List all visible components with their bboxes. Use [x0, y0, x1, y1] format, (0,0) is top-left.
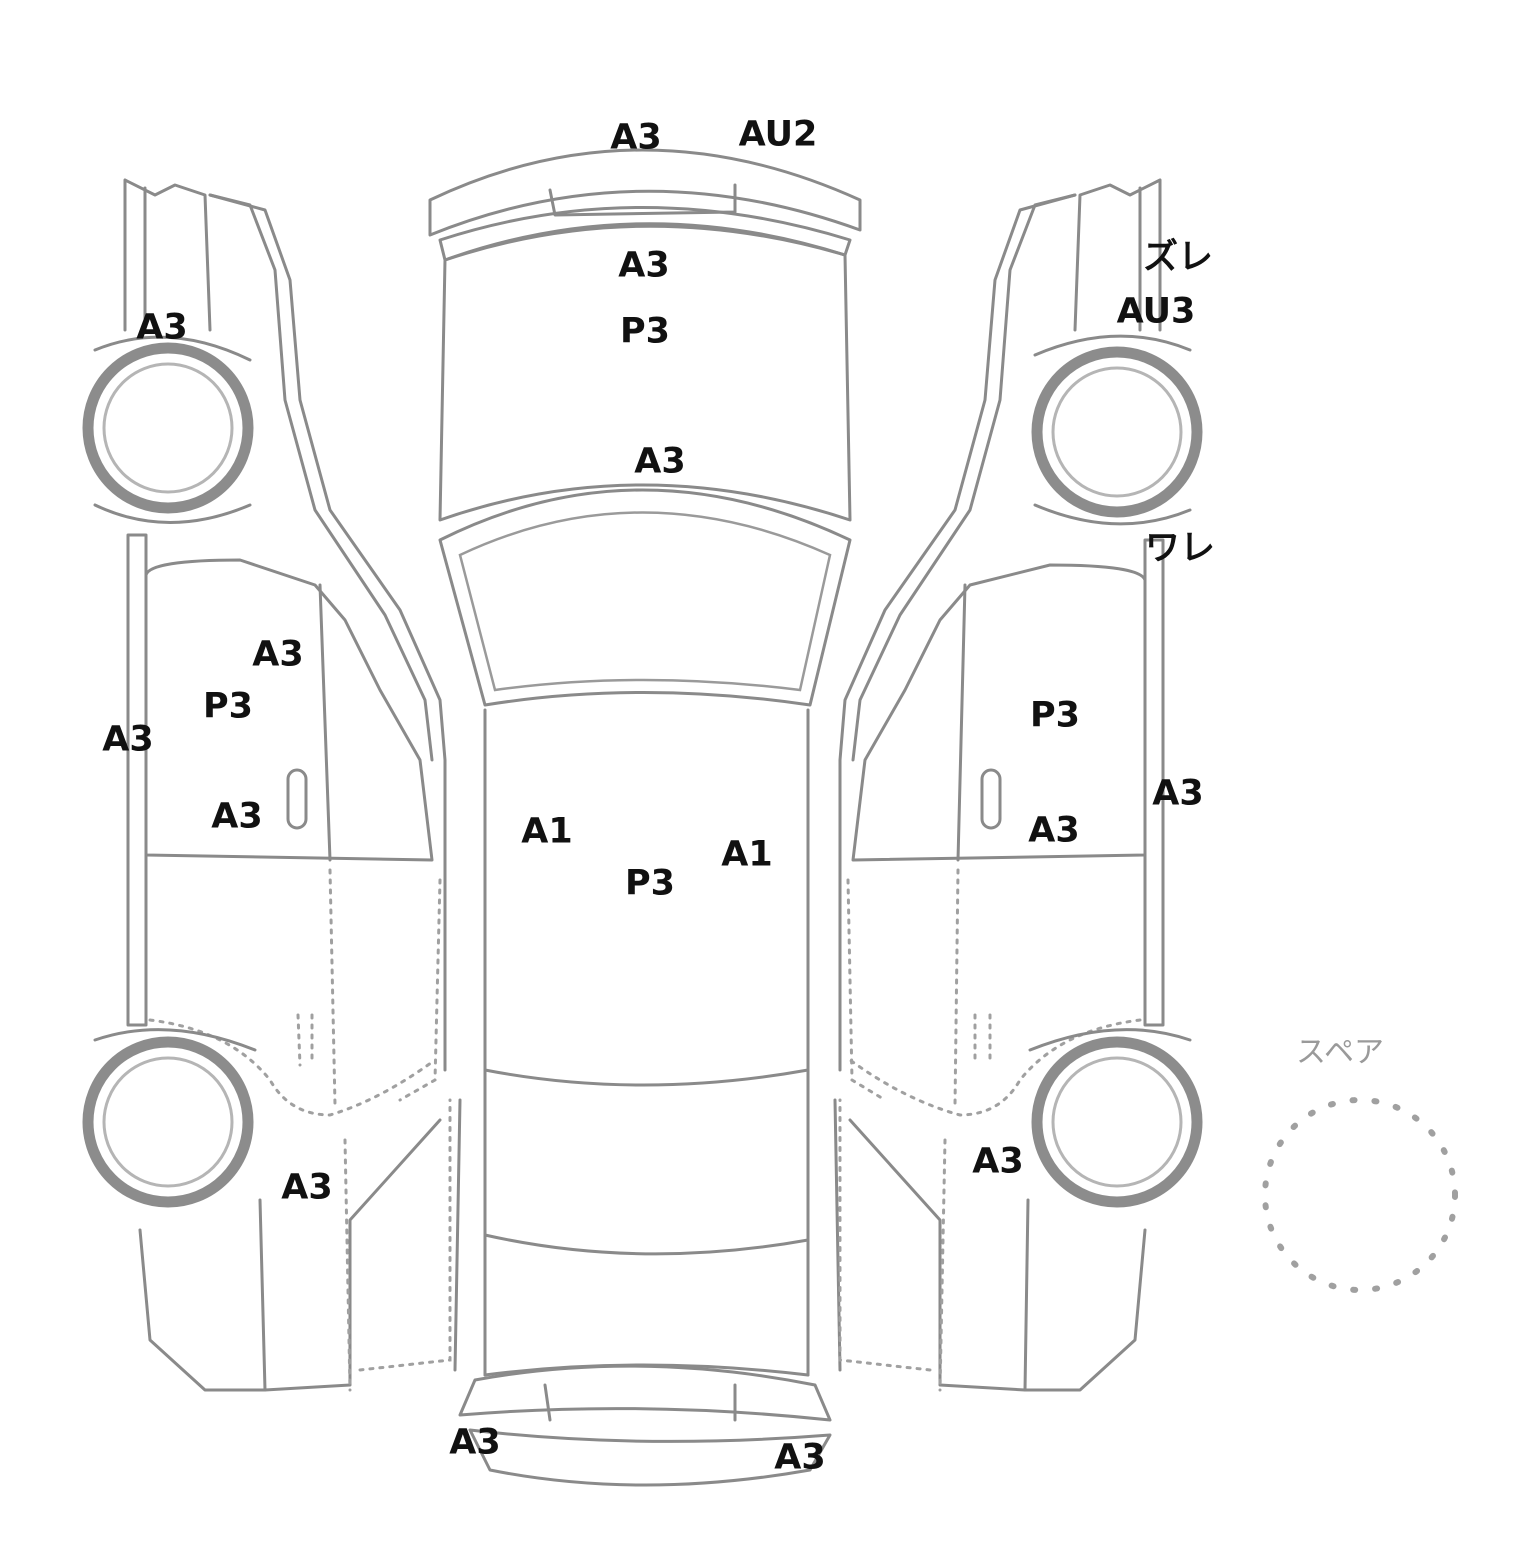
mark-front-bumper-left: A3 [449, 1422, 501, 1463]
mark-left-rear-fender: A3 [136, 307, 188, 348]
mark-right-rear-door-lower: A3 [1028, 810, 1080, 851]
right-side-view [838, 178, 1203, 1392]
mark-rear-bumper-right: AU2 [738, 114, 818, 155]
mark-rear-bumper-left: A3 [610, 117, 662, 158]
mark-right-rear-fender: AU3 [1116, 291, 1196, 332]
top-view [428, 148, 862, 1487]
mark-left-rear-door-upper: A3 [252, 634, 304, 675]
spare-tire [1262, 1097, 1458, 1293]
mark-roof-left: A1 [521, 811, 573, 852]
mark-right-pillar-crack: ワレ [1144, 528, 1216, 569]
mark-trunk-lid: A3 [618, 245, 670, 286]
mark-front-bumper-right: A3 [774, 1437, 826, 1478]
mark-right-rocker: A3 [1152, 773, 1204, 814]
mark-roof-right: A1 [721, 834, 773, 875]
mark-left-front-fender: A3 [281, 1167, 333, 1208]
mark-left-rear-door-paint: P3 [202, 686, 254, 727]
spare-tire-label: スペア [1296, 1035, 1384, 1070]
mark-right-rear-fender-zure: ズレ [1142, 237, 1214, 278]
mark-left-rear-door-lower: A3 [211, 796, 263, 837]
mark-right-front-fender: A3 [972, 1141, 1024, 1182]
mark-rear-glass-edge: A3 [634, 441, 686, 482]
left-side-view [82, 178, 452, 1392]
mark-trunk-lid-paint: P3 [619, 311, 671, 352]
mark-roof-paint: P3 [624, 863, 676, 904]
mark-left-rocker: A3 [102, 719, 154, 760]
mark-right-rear-door-paint: P3 [1029, 695, 1081, 736]
